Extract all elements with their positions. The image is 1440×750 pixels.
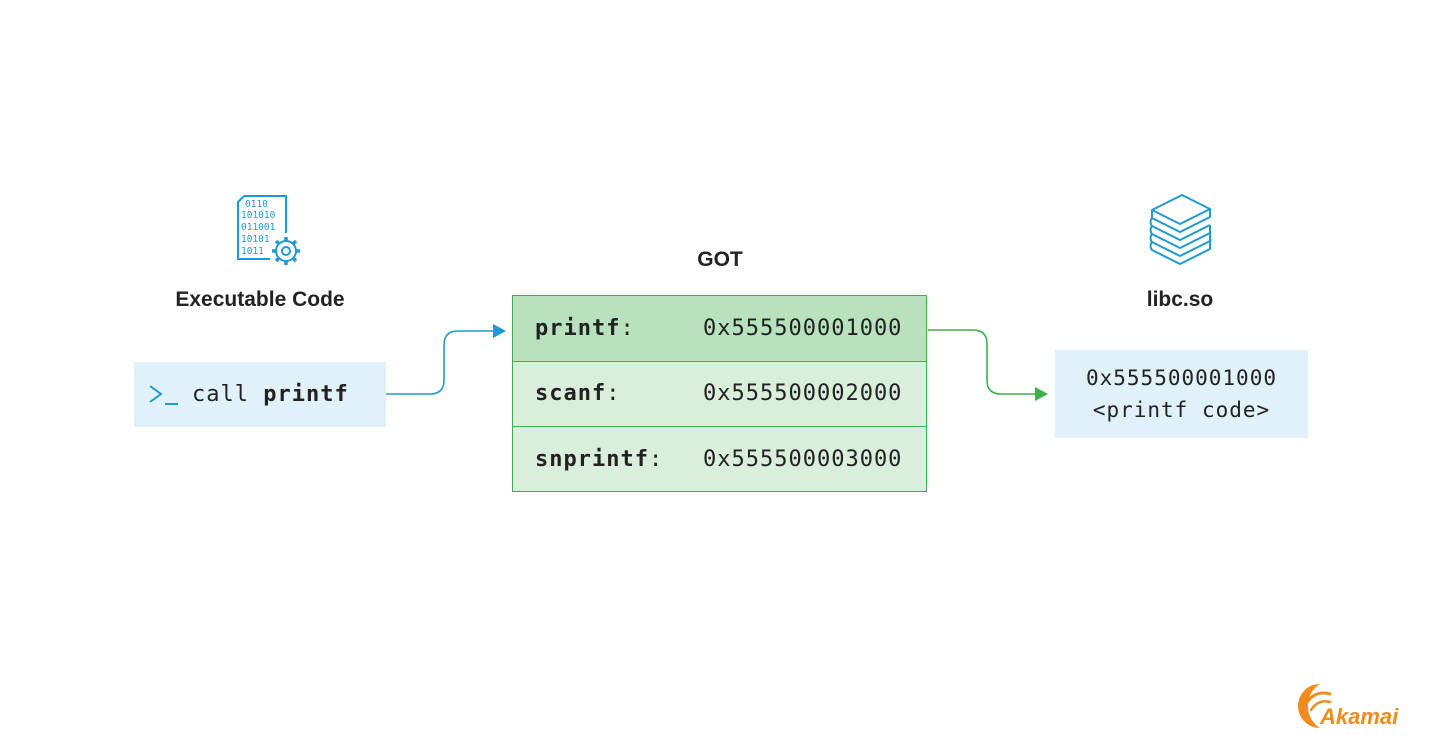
- akamai-logo-text: Akamai: [1319, 704, 1399, 729]
- call-op: call: [192, 382, 249, 407]
- got-label: GOT: [697, 248, 743, 271]
- binary-line: 101010: [241, 210, 276, 221]
- gear-icon: [272, 237, 300, 265]
- got-to-libc-arrow: [928, 329, 1036, 395]
- akamai-logo: Akamai: [1298, 684, 1399, 729]
- call-to-got-arrow: [386, 330, 494, 395]
- got-entry-address: 0x555500002000: [703, 381, 903, 407]
- binary-line: 011001: [241, 222, 276, 233]
- got-entry-address: 0x555500001000: [703, 315, 903, 341]
- blue-arrowhead: [493, 324, 506, 338]
- libc-printf-box: 0x555500001000 <printf code>: [1055, 350, 1308, 438]
- executable-code-label: Executable Code: [175, 288, 345, 311]
- got-row-printf: printf: 0x555500001000: [513, 296, 926, 362]
- got-table: printf: 0x555500001000 scanf: 0x55550000…: [512, 295, 927, 492]
- libc-printf-code: <printf code>: [1092, 398, 1271, 422]
- got-entry-name: snprintf:: [535, 447, 664, 473]
- got-entry-name: scanf:: [535, 381, 621, 407]
- binary-line: 0110: [245, 199, 268, 210]
- call-instruction-text: call printf: [192, 382, 349, 407]
- terminal-prompt-icon: [149, 384, 178, 405]
- got-row-snprintf: snprintf: 0x555500003000: [513, 427, 926, 493]
- libc-printf-address: 0x555500001000: [1085, 366, 1277, 390]
- books-stack-icon: [1149, 194, 1211, 265]
- green-arrowhead: [1035, 387, 1048, 401]
- got-entry-name: printf:: [535, 315, 635, 341]
- binary-line: 1011: [241, 246, 264, 257]
- binary-file-gear-icon: 0110 101010 011001 10101 1011: [237, 195, 300, 265]
- call-target: printf: [263, 382, 349, 407]
- libc-label: libc.so: [1146, 288, 1214, 311]
- binary-line: 10101: [241, 234, 270, 245]
- call-instruction-box: call printf: [134, 362, 386, 427]
- got-entry-address: 0x555500003000: [703, 447, 903, 473]
- got-row-scanf: scanf: 0x555500002000: [513, 362, 926, 428]
